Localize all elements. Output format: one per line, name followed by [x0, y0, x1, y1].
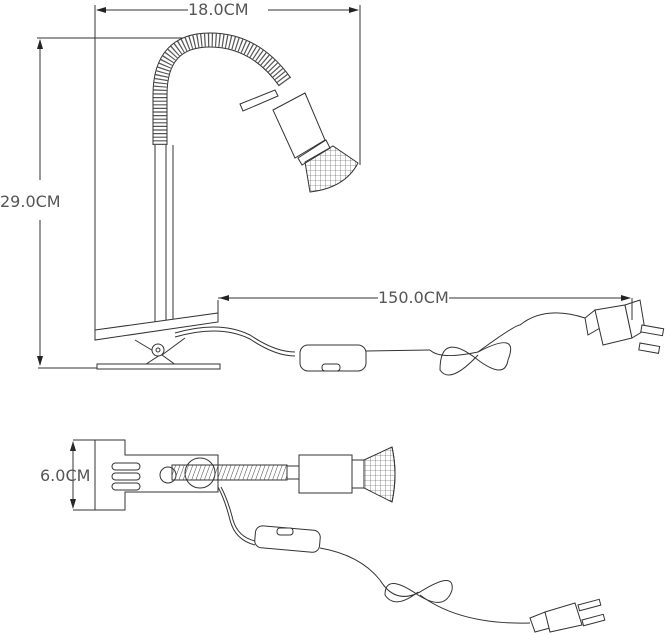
- clip-width-dimension-label: 6.0CM: [40, 466, 91, 485]
- clip-plate: [94, 439, 219, 511]
- side-view: [37, 5, 665, 376]
- width-dimension: [94, 5, 361, 330]
- cord: [174, 326, 296, 353]
- cord-length-dimension-label: 150.0CM: [378, 288, 449, 307]
- top-view: [70, 439, 606, 633]
- lamp-body: [272, 92, 326, 159]
- reflector: [304, 145, 359, 193]
- width-dimension-label: 18.0CM: [188, 0, 249, 19]
- height-dimension-label: 29.0CM: [0, 192, 61, 211]
- gooseneck-top: [171, 464, 288, 481]
- cord-bundle: [429, 342, 512, 376]
- plug: [584, 299, 665, 354]
